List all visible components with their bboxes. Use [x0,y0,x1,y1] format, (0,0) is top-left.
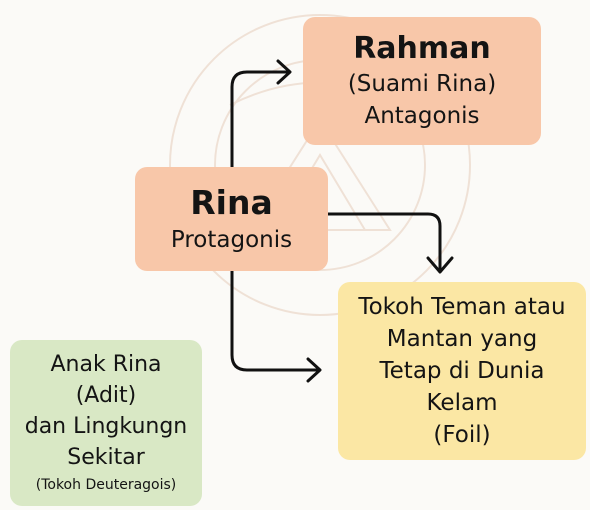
connector-rina-to-rahman [230,70,290,169]
rahman-role: Antagonis [364,103,480,129]
rina-name: Rina [190,183,273,222]
foil-box: Tokoh Teman atau Mantan yang Tetap di Du… [338,282,586,460]
foil-line: Tetap di Dunia [379,358,545,384]
rahman-name: Rahman [353,31,491,66]
foil-line: Tokoh Teman atau [358,294,566,320]
connector-rina-to-foil-side [230,269,320,372]
foil-line: Mantan yang [386,326,538,352]
adit-line: dan Lingkungn [24,414,188,439]
connector-rina-to-foil-top [326,212,442,270]
adit-line: Anak Rina [50,352,162,377]
adit-note: (Tokoh Deuteragois) [35,477,177,493]
adit-line: Sekitar [67,445,145,470]
foil-line: Kelam [426,390,498,416]
rahman-box: Rahman (Suami Rina) Antagonis [303,17,541,145]
foil-line: (Foil) [433,422,491,448]
arrowhead-rahman [276,59,292,85]
rina-role: Protagonis [170,227,293,253]
arrowhead-foil-side [306,357,322,383]
arrowhead-foil-top [426,256,454,274]
adit-box: Anak Rina (Adit) dan Lingkungn Sekitar (… [10,340,202,506]
adit-line: (Adit) [75,383,137,408]
rahman-relation: (Suami Rina) [347,71,497,97]
rina-box: Rina Protagonis [135,167,328,271]
